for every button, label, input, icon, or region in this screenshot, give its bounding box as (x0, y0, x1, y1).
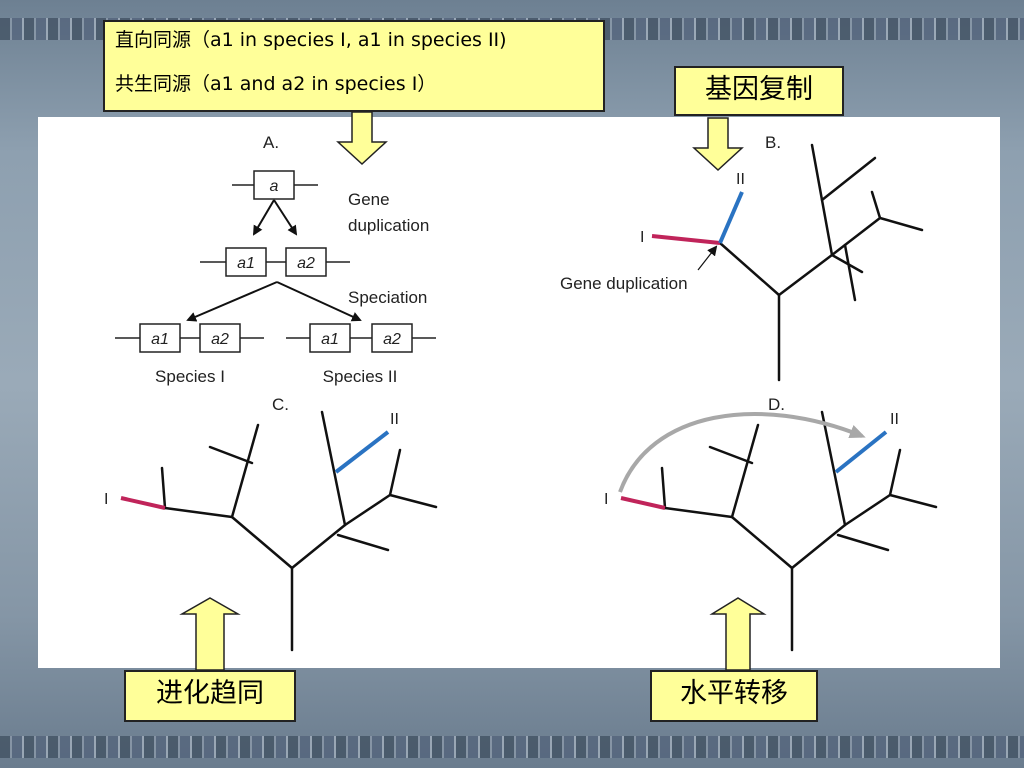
panel-a-title: A. (263, 133, 279, 152)
panel-c-title: C. (272, 395, 289, 414)
panel-b-title: B. (765, 133, 781, 152)
species-1-label: Species I (155, 367, 225, 386)
down-arrow-icon (692, 117, 744, 172)
up-arrow-icon (179, 597, 241, 671)
species2-a1-label: a1 (321, 331, 339, 348)
panel-b-tree (718, 143, 924, 382)
gene-a-label: a (270, 178, 279, 195)
species2-a2-label: a2 (383, 331, 401, 348)
species1-a1-label: a1 (151, 331, 169, 348)
panel-d-blue-branch (834, 430, 888, 474)
panel-d-branch-1-label: I (604, 491, 608, 508)
horizontal-transfer-curve-arrow (618, 412, 866, 493)
species-1-genes (115, 323, 264, 353)
panel-c-branch-1-label: I (104, 491, 108, 508)
figure-panel (38, 117, 1000, 668)
panel-b-branch-1-label: I (640, 229, 644, 246)
panel-d-tree (660, 410, 938, 652)
panel-d-red-branch (620, 496, 666, 510)
panel-c-tree (160, 410, 438, 652)
decorative-band-bottom (0, 736, 1024, 758)
horizontal-transfer-label-box: 水平转移 (650, 670, 818, 722)
duplication-arrow (252, 199, 275, 236)
gene-a1-label: a1 (237, 255, 255, 272)
panel-b-red-branch (651, 234, 721, 245)
panel-b-blue-branch (718, 191, 744, 244)
species-2-genes (286, 323, 436, 353)
speciation-arrow (276, 281, 362, 322)
species1-a2-label: a2 (211, 331, 229, 348)
panel-b-branch-2-label: II (736, 171, 745, 188)
gene-duplication-text-2: duplication (348, 216, 429, 235)
gene-duplication-label-box: 基因复制 (674, 66, 844, 116)
convergent-evolution-label-box: 进化趋同 (124, 670, 296, 722)
panel-c-branch-2-label: II (390, 411, 399, 428)
duplication-arrow (273, 199, 298, 236)
ortholog-definition: 直向同源（a1 in species I, a1 in species II) (115, 29, 507, 51)
species-2-label: Species II (323, 367, 398, 386)
up-arrow-icon (709, 597, 767, 671)
panel-c-red-branch (120, 496, 166, 510)
panel-c-blue-branch (334, 430, 390, 474)
speciation-text: Speciation (348, 288, 427, 307)
speciation-arrow (186, 281, 278, 322)
panel-b-gene-duplication-label: Gene duplication (560, 274, 688, 293)
gene-a2-label: a2 (297, 255, 315, 272)
homolog-definition-box: 直向同源（a1 in species I, a1 in species II) … (103, 20, 605, 112)
panel-d-title: D. (768, 395, 785, 414)
panel-d-branch-2-label: II (890, 411, 899, 428)
gene-duplication-pointer-arrow (697, 245, 718, 271)
paralog-definition: 共生同源（a1 and a2 in species I） (115, 73, 437, 95)
gene-a-node (232, 170, 318, 200)
duplicated-genes-node (200, 247, 350, 277)
down-arrow-icon (336, 111, 388, 166)
gene-duplication-text: Gene (348, 190, 390, 209)
